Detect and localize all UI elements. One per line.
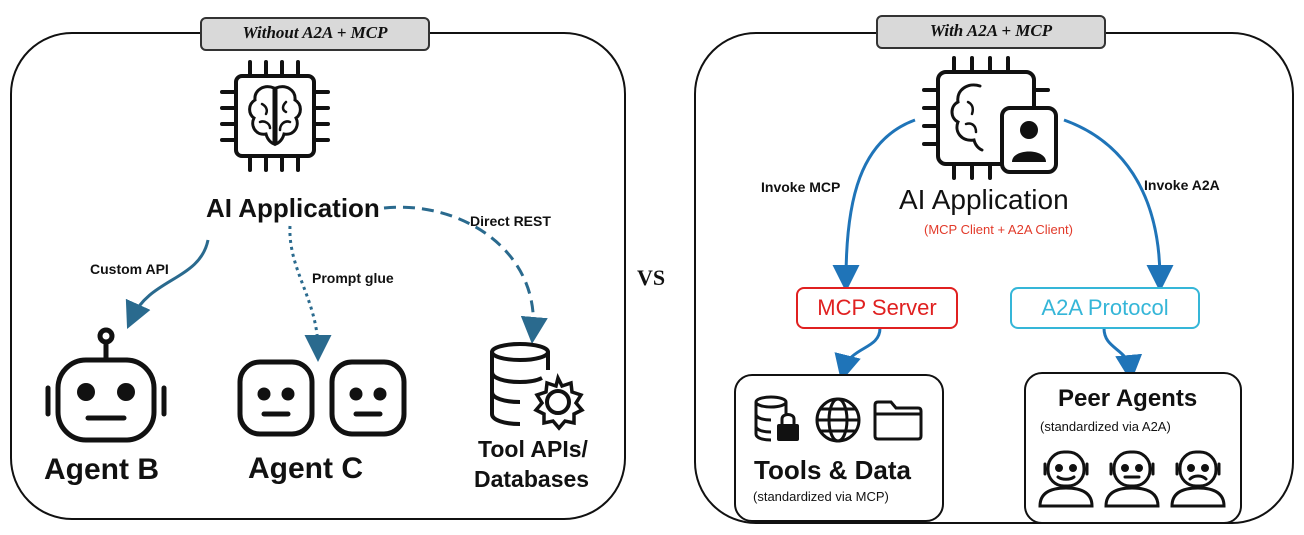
direct-rest-arrow (383, 205, 548, 344)
tools-databases-label-line2: Databases (474, 466, 590, 492)
invoke-mcp-arrow (832, 118, 916, 292)
a2a-to-peers-arrow (1102, 327, 1143, 382)
invoke-a2a-arrow (1063, 118, 1174, 292)
right-panel-tab: With A2A + MCP (876, 15, 1106, 49)
ai-chip-agent-icon (922, 56, 1058, 180)
right-app-subtitle: (MCP Client + A2A Client) (924, 222, 1073, 237)
agent-b-label: Agent B (44, 453, 159, 486)
agent-c-face-icon-2 (329, 359, 407, 437)
direct-rest-label: Direct REST (470, 213, 551, 229)
peer-agent-icon-1 (1038, 450, 1094, 508)
invoke-a2a-label: Invoke A2A (1144, 177, 1220, 193)
custom-api-arrow (125, 239, 210, 329)
tools-data-subtitle: (standardized via MCP) (753, 489, 889, 504)
mcp-server-node: MCP Server (796, 287, 958, 329)
prompt-glue-label: Prompt glue (312, 270, 394, 286)
prompt-glue-arrow (288, 225, 332, 362)
a2a-protocol-node: A2A Protocol (1010, 287, 1200, 329)
agent-b-robot-icon (45, 327, 167, 443)
left-panel-tab: Without A2A + MCP (200, 17, 430, 51)
tools-databases-label-line1: Tool APIs/ (478, 436, 588, 462)
ai-chip-brain-icon (220, 60, 330, 172)
globe-icon (815, 397, 861, 443)
mcp-to-tools-arrow (834, 327, 882, 382)
agent-c-label: Agent C (248, 452, 363, 485)
invoke-mcp-label: Invoke MCP (761, 179, 841, 195)
peer-agents-title: Peer Agents (1058, 385, 1198, 412)
agent-c-face-icon-1 (237, 359, 315, 437)
tools-data-title: Tools & Data (754, 455, 911, 485)
folder-icon (873, 400, 923, 441)
database-gear-icon (490, 342, 585, 431)
peer-agents-subtitle: (standardized via A2A) (1040, 419, 1171, 434)
peer-agent-icon-2 (1104, 450, 1160, 508)
right-app-title: AI Application (899, 184, 1069, 215)
left-app-title: AI Application (206, 193, 380, 223)
custom-api-label: Custom API (90, 261, 169, 277)
peer-agent-icon-3 (1170, 450, 1226, 508)
vs-label: VS (637, 265, 666, 290)
peer-agents-box (1024, 372, 1242, 524)
database-lock-icon (754, 395, 799, 442)
